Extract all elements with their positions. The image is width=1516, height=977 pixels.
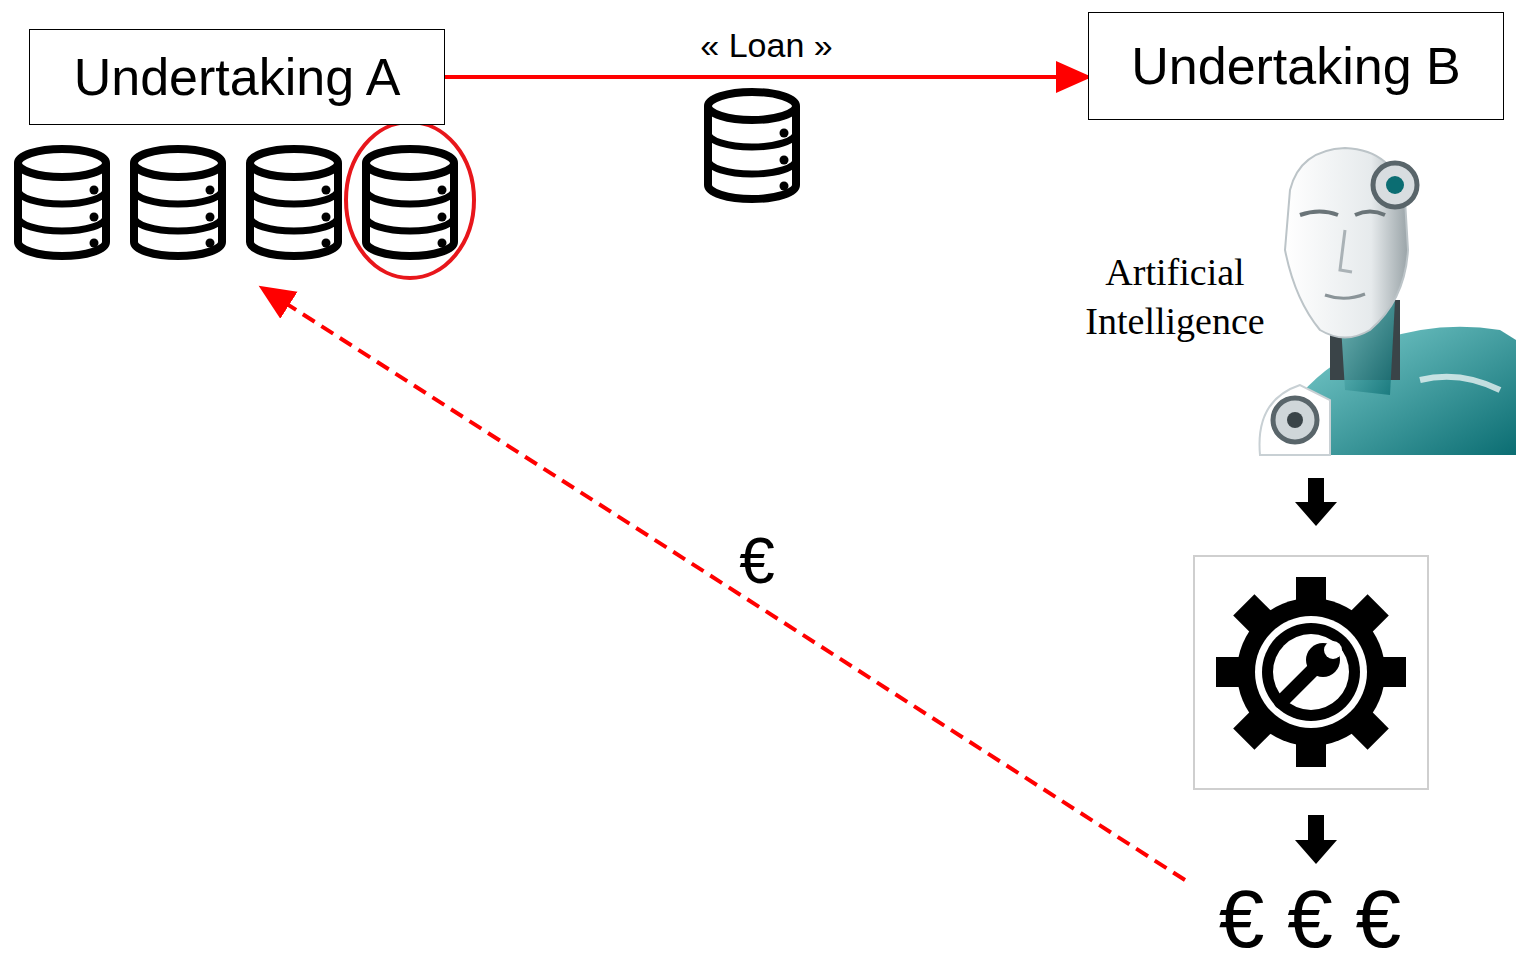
down-arrow: [1295, 478, 1337, 526]
down-arrow: [1295, 815, 1337, 864]
process-icon: [1194, 556, 1428, 789]
free-label: € € €: [1219, 866, 1401, 973]
database-icon: [708, 92, 796, 199]
entity-box: Undertaking B: [1088, 12, 1504, 120]
edge-label: « Loan »: [700, 26, 832, 65]
free-label: Artificial Intelligence: [1060, 248, 1290, 347]
robot-illustration: [1260, 148, 1516, 455]
database-icon: [366, 149, 454, 256]
loan-arrow: [445, 75, 1088, 79]
entity-box: Undertaking A: [29, 29, 445, 125]
free-label: €: [739, 520, 775, 603]
payment-arrow: [262, 288, 1185, 880]
database-icon: [18, 149, 106, 256]
database-icon: [134, 149, 222, 256]
entity-name: Undertaking B: [1131, 36, 1461, 96]
entity-name: Undertaking A: [74, 47, 401, 107]
highlight-circle: [346, 122, 474, 278]
database-icon: [250, 149, 338, 256]
